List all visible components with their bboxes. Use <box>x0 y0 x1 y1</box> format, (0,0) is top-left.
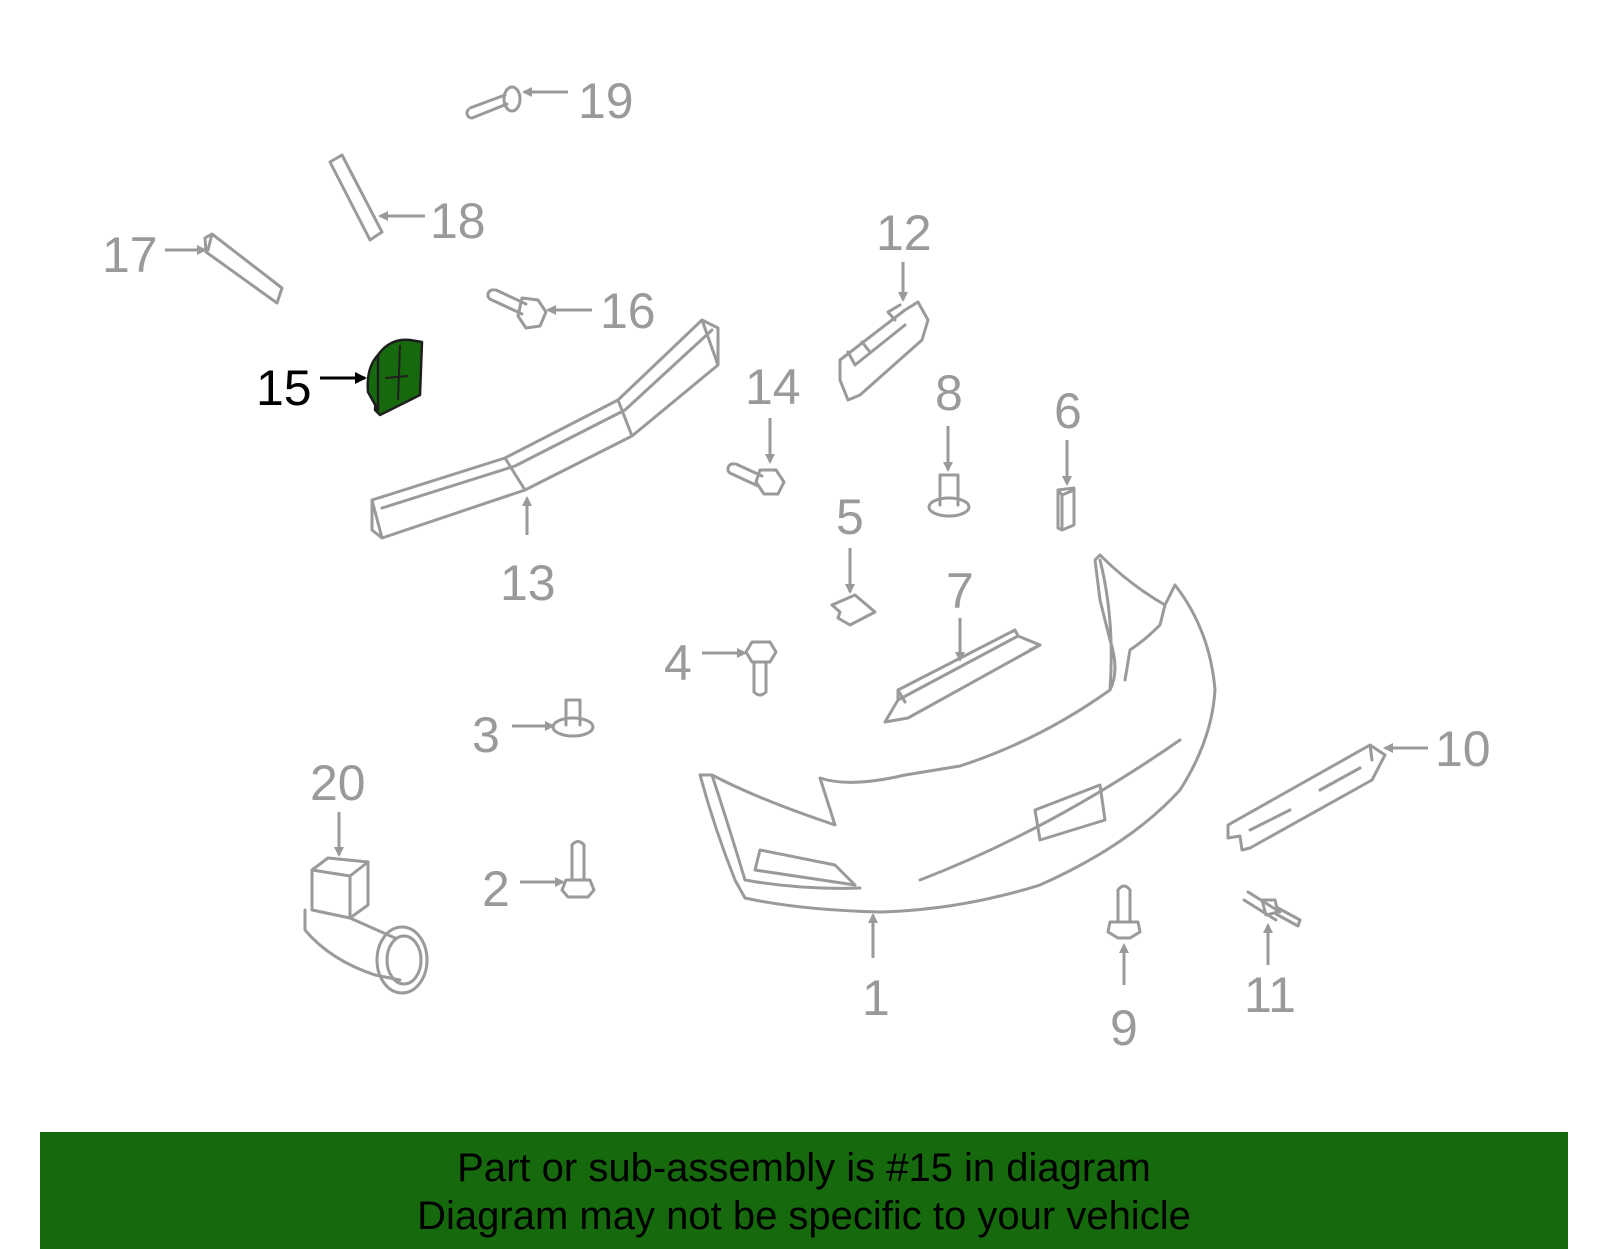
callout-4: 4 <box>664 635 692 691</box>
callout-14: 14 <box>745 359 801 415</box>
callout-11: 11 <box>1244 967 1296 1023</box>
part-4-bolt[interactable] <box>744 640 778 697</box>
part-3-clip[interactable] <box>551 698 595 738</box>
info-banner: Part or sub-assembly is #15 in diagram D… <box>40 1132 1568 1249</box>
part-9-bolt[interactable] <box>1106 884 1142 940</box>
callout-18: 18 <box>430 193 486 249</box>
part-16-bolt[interactable] <box>486 288 548 330</box>
part-7-absorber[interactable] <box>883 628 1042 724</box>
callout-1: 1 <box>862 970 890 1026</box>
part-11-clip[interactable] <box>1242 890 1302 928</box>
callout-10: 10 <box>1435 721 1491 777</box>
banner-line-1: Part or sub-assembly is #15 in diagram <box>457 1146 1151 1190</box>
callout-13: 13 <box>500 555 556 611</box>
part-19-bolt[interactable] <box>465 85 522 120</box>
part-18-strip[interactable] <box>328 153 384 242</box>
callout-9: 9 <box>1110 1000 1138 1056</box>
part-12-bracket[interactable] <box>838 300 930 402</box>
callout-12: 12 <box>876 205 932 261</box>
callout-6: 6 <box>1054 383 1082 439</box>
part-6-spacer[interactable] <box>1056 486 1076 532</box>
part-17-strip[interactable] <box>203 232 284 305</box>
part-15-bracket[interactable] <box>366 338 424 417</box>
callout-15: 15 <box>256 360 312 416</box>
part-8-clip[interactable] <box>927 473 971 518</box>
part-20-sensor[interactable] <box>303 856 429 995</box>
callout-19: 19 <box>578 73 634 129</box>
part-1-bumper-cover[interactable] <box>698 553 1217 914</box>
callout-16: 16 <box>600 283 656 339</box>
callout-8: 8 <box>935 365 963 421</box>
part-2-bolt[interactable] <box>560 840 596 899</box>
callout-2: 2 <box>482 861 510 917</box>
callout-3: 3 <box>472 707 500 763</box>
callout-20: 20 <box>310 755 366 811</box>
part-13-reinforcement[interactable] <box>370 318 720 540</box>
part-5-clip[interactable] <box>830 593 877 627</box>
callout-17: 17 <box>102 227 158 283</box>
callout-5: 5 <box>836 489 864 545</box>
banner-line-2: Diagram may not be specific to your vehi… <box>417 1194 1191 1238</box>
part-14-bolt[interactable] <box>726 462 786 496</box>
part-10-bracket[interactable] <box>1226 743 1387 852</box>
callout-7: 7 <box>946 563 974 619</box>
